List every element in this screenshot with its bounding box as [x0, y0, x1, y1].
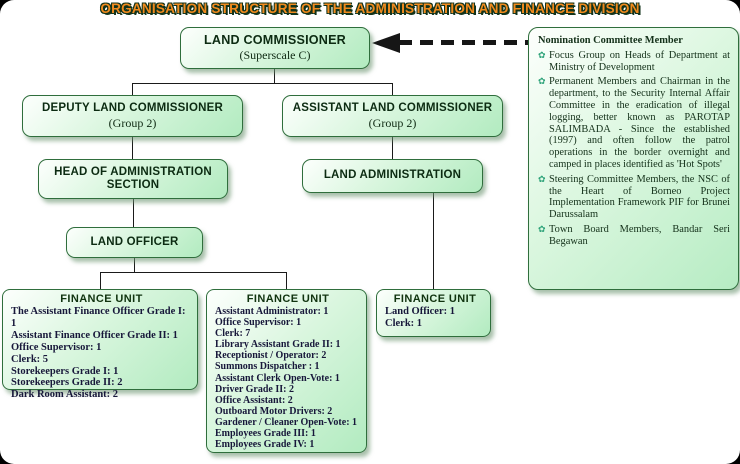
staff-item: Assistant Administrator: 1: [215, 306, 329, 317]
staff-item: Assistant Clerk Open-Vote: 1: [215, 372, 340, 384]
connector-line: [274, 69, 275, 83]
node-title: HEAD OF ADMINISTRATION: [54, 165, 212, 178]
note-item: ✿ Focus Group on Heads of Department at …: [538, 50, 730, 74]
staff-item: Land Officer: 1: [385, 306, 455, 317]
flower-bullet-icon: ✿: [538, 49, 546, 60]
finance-unit-title: FINANCE UNIT: [60, 293, 143, 305]
note-item: ✿ Town Board Members, Bandar Seri Begawa…: [538, 224, 730, 248]
staff-item: Gardener / Cleaner Open-Vote: 1: [215, 416, 358, 428]
staff-list: The Assistant Finance Officer Grade I: 1…: [11, 306, 192, 401]
staff-item: Office Supervisor: 1: [11, 341, 102, 353]
node-title: ASSISTANT LAND COMMISSIONER: [292, 102, 493, 115]
node-subtitle: (Superscale C): [239, 47, 311, 62]
note-list: ✿ Focus Group on Heads of Department at …: [538, 50, 730, 248]
staff-item: Assistant Finance Officer Grade II: 1: [11, 329, 178, 341]
staff-item: Employees Grade III: 1: [215, 428, 316, 440]
finance-unit-title: FINANCE UNIT: [246, 293, 330, 305]
node-land-commissioner: LAND COMMISSIONER (Superscale C): [180, 27, 370, 69]
connector-line: [132, 84, 133, 95]
page-title: ORGANISATION STRUCTURE OF THE ADMINISTRA…: [100, 1, 640, 16]
node-subtitle: (Group 2): [108, 115, 157, 130]
connector-line: [133, 199, 134, 227]
staff-item: Dark Room Assistant: 2: [11, 389, 119, 401]
connector-line: [132, 137, 133, 159]
connector-line: [392, 84, 393, 95]
connector-line: [392, 137, 393, 159]
note-text: Focus Group on Heads of Department at Mi…: [549, 49, 730, 73]
node-deputy-land-commissioner: DEPUTY LAND COMMISSIONER (Group 2): [22, 95, 243, 137]
staff-item: Office Assistant: 2: [215, 394, 293, 406]
staff-item: Summons Dispatcher : 1: [215, 361, 320, 373]
staff-item: Driver Grade II: 2: [215, 383, 294, 395]
node-assistant-land-commissioner: ASSISTANT LAND COMMISSIONER (Group 2): [282, 95, 503, 137]
node-title: LAND COMMISSIONER: [204, 33, 346, 48]
note-item: ✿ Steering Committee Members, the NSC of…: [538, 174, 730, 221]
node-land-officer: LAND OFFICER: [66, 227, 203, 258]
note-text: Permanent Members and Chairman in the de…: [549, 76, 730, 170]
connector-line: [100, 272, 287, 273]
committee-notes-panel: Nomination Committee Member ✿ Focus Grou…: [528, 27, 739, 290]
staff-item: Outboard Motor Drivers: 2: [215, 405, 333, 417]
staff-item: Employees Grade IV: 1: [215, 439, 315, 451]
connector-line: [433, 193, 434, 289]
node-title-line2: SECTION: [106, 179, 160, 191]
staff-item: Office Supervisor: 1: [215, 317, 302, 329]
node-land-administration: LAND ADMINISTRATION: [302, 159, 483, 193]
connector-line: [100, 273, 101, 289]
arrowhead-icon: [372, 33, 400, 53]
staff-item: Clerk: 1: [385, 317, 423, 329]
note-text: Steering Committee Members, the NSC of t…: [549, 173, 730, 221]
finance-unit-1: FINANCE UNIT The Assistant Finance Offic…: [2, 289, 198, 400]
node-head-of-administration-section: HEAD OF ADMINISTRATION SECTION: [38, 159, 228, 199]
node-title: LAND OFFICER: [90, 235, 179, 248]
flower-bullet-icon: ✿: [538, 223, 546, 234]
connector-line: [134, 258, 135, 273]
flower-bullet-icon: ✿: [538, 76, 546, 87]
connector-line: [286, 273, 287, 289]
node-title: LAND ADMINISTRATION: [323, 169, 462, 182]
note-text: Town Board Members, Bandar Seri Begawan: [549, 223, 730, 247]
note-header: Nomination Committee Member: [538, 35, 683, 46]
staff-item: Storekeepers Grade II: 2: [11, 377, 123, 389]
finance-unit-title: FINANCE UNIT: [393, 293, 477, 305]
node-subtitle: (Group 2): [368, 115, 417, 130]
node-title: DEPUTY LAND COMMISSIONER: [42, 102, 223, 115]
staff-item: Clerk: 5: [11, 353, 49, 365]
note-item: ✿ Permanent Members and Chairman in the …: [538, 76, 730, 170]
staff-item: The Assistant Finance Officer Grade I: 1: [11, 306, 186, 329]
staff-item: Library Assistant Grade II: 1: [215, 339, 341, 351]
connector-line: [132, 83, 393, 84]
flower-bullet-icon: ✿: [538, 173, 546, 184]
dashed-pointer-line: [399, 40, 531, 45]
staff-item: Storekeepers Grade I: 1: [11, 365, 119, 377]
staff-item: Clerk: 7: [215, 328, 251, 340]
staff-item: Receptionist / Operator: 2: [215, 350, 327, 362]
